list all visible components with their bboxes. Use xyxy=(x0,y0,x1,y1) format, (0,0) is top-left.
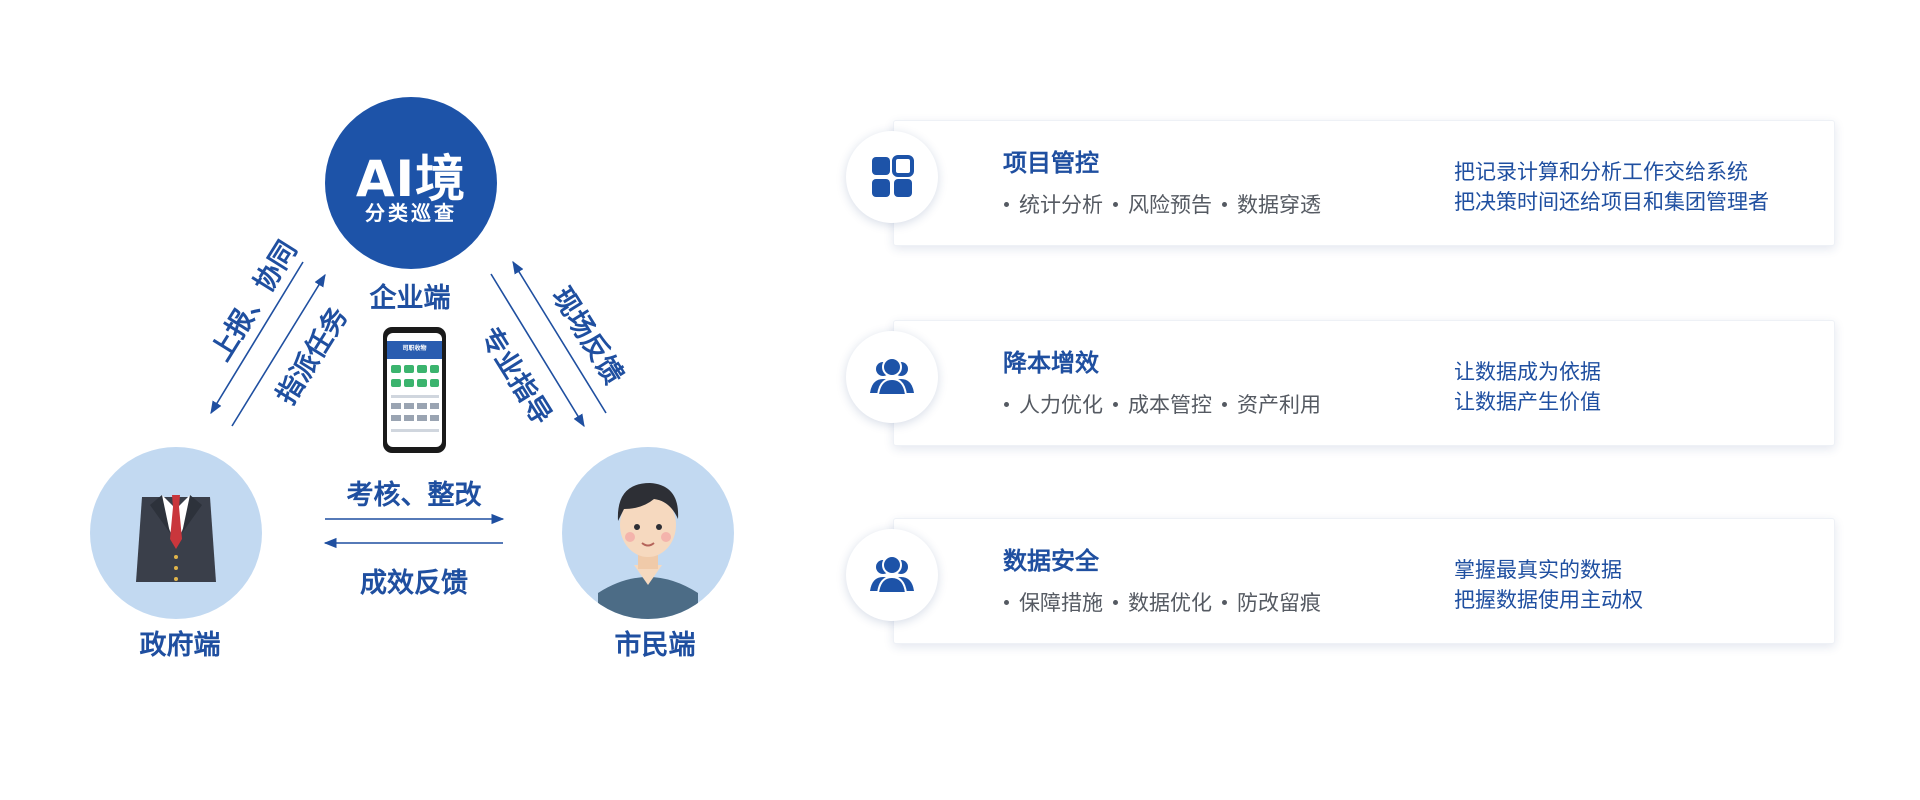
bullet-dot xyxy=(1222,201,1227,207)
citizen-label: 市民端 xyxy=(614,630,696,661)
relationship-diagram: AI境 分类巡查 企业端 司职收物 xyxy=(0,0,760,800)
edge-label-bottom-bottom: 成效反馈 xyxy=(360,568,468,599)
card-right-line: 让数据成为依据 xyxy=(1454,360,1601,384)
card-title: 降本增效 xyxy=(1003,349,1099,377)
card-points: 统计分析 风险预告 数据穿透 xyxy=(1000,189,1321,219)
card-points: 保障措施 数据优化 防改留痕 xyxy=(1000,587,1321,617)
card-cost-efficiency: 降本增效 人力优化 成本管控 资产利用 让数据成为依据 让数据产生价值 xyxy=(893,320,1835,446)
hub-logo-subtitle: 分类巡查 xyxy=(365,201,457,225)
hub-label: 企业端 xyxy=(369,283,451,314)
diagram-arrows xyxy=(210,260,607,549)
phone-app-grid xyxy=(391,365,439,432)
card-point: 成本管控 xyxy=(1128,393,1212,417)
hub-logo-circle: AI境 分类巡查 xyxy=(325,97,497,269)
card-right-line: 掌握最真实的数据 xyxy=(1454,558,1622,582)
card-point: 数据优化 xyxy=(1128,591,1212,615)
card-title: 数据安全 xyxy=(1003,547,1099,575)
card-icon-circle xyxy=(846,529,938,621)
card-title: 项目管控 xyxy=(1003,149,1099,177)
card-right-text: 把记录计算和分析工作交给系统 把决策时间还给项目和集团管理者 xyxy=(1454,157,1769,217)
card-right-line: 把记录计算和分析工作交给系统 xyxy=(1454,160,1748,184)
card-data-security: 数据安全 保障措施 数据优化 防改留痕 掌握最真实的数据 把握数据使用主动权 xyxy=(893,518,1835,644)
card-point: 防改留痕 xyxy=(1237,591,1321,615)
card-right-text: 让数据成为依据 让数据产生价值 xyxy=(1454,357,1601,417)
citizen-bubble xyxy=(562,447,734,619)
card-project-control: 项目管控 统计分析 风险预告 数据穿透 把记录计算和分析工作交给系统 把决策时间… xyxy=(893,120,1835,246)
suit-icon xyxy=(136,495,216,582)
arrow-right-outer xyxy=(512,260,607,414)
users-icon xyxy=(870,357,914,396)
edge-label-bottom-top: 考核、整改 xyxy=(346,480,482,511)
card-right-line: 把握数据使用主动权 xyxy=(1454,588,1643,612)
phone-header xyxy=(387,341,442,359)
card-right-line: 让数据产生价值 xyxy=(1454,390,1601,414)
card-icon-circle xyxy=(846,331,938,423)
arrow-left-inner xyxy=(231,273,326,427)
government-bubble xyxy=(90,447,262,619)
bullet-dot xyxy=(1222,401,1227,407)
bullet-dot xyxy=(1113,401,1118,407)
bullet-dot xyxy=(1222,599,1227,605)
bullet-dot xyxy=(1113,599,1118,605)
users-icon xyxy=(870,555,914,594)
card-point: 保障措施 xyxy=(1019,591,1103,615)
card-right-text: 掌握最真实的数据 把握数据使用主动权 xyxy=(1454,555,1643,615)
arrow-right-inner xyxy=(490,273,585,428)
phone-image: 司职收物 xyxy=(383,327,446,453)
government-label: 政府端 xyxy=(139,630,221,661)
bullet-dot xyxy=(1004,599,1009,605)
card-icon-circle xyxy=(846,131,938,223)
card-right-line: 把决策时间还给项目和集团管理者 xyxy=(1454,190,1769,214)
bullet-dot xyxy=(1004,401,1009,407)
card-point: 人力优化 xyxy=(1019,393,1103,417)
card-point: 风险预告 xyxy=(1128,193,1212,217)
card-points: 人力优化 成本管控 资产利用 xyxy=(1000,389,1321,419)
arrow-left-outer xyxy=(210,261,304,415)
card-point: 统计分析 xyxy=(1019,193,1103,217)
bullet-dot xyxy=(1113,201,1118,207)
bullet-dot xyxy=(1004,201,1009,207)
card-point: 资产利用 xyxy=(1237,393,1321,417)
phone-screen: 司职收物 xyxy=(387,333,442,447)
hub-logo-text: AI境 xyxy=(355,150,467,208)
phone-app-title: 司职收物 xyxy=(402,345,427,352)
citizen-avatar-icon xyxy=(598,483,698,619)
grid-icon xyxy=(872,155,914,197)
card-point: 数据穿透 xyxy=(1237,193,1321,217)
